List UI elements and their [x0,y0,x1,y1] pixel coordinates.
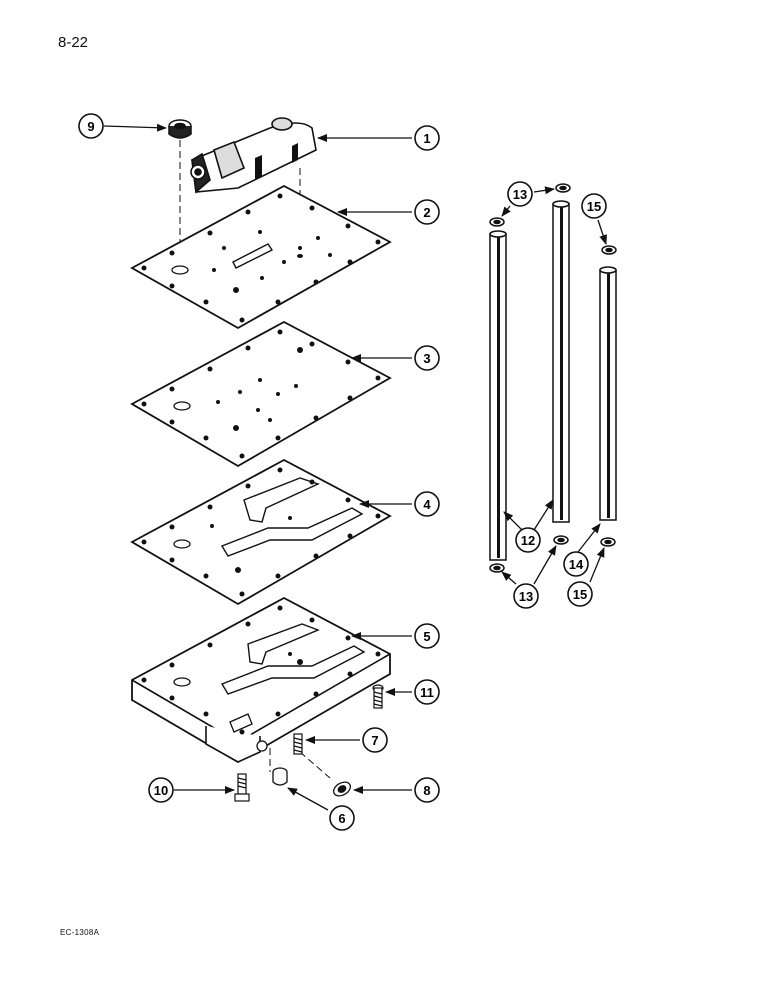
callout-1: 1 [414,125,440,151]
o-rings [489,183,617,573]
callout-5: 5 [414,623,440,649]
screw-part-10 [234,773,250,802]
svg-text:14: 14 [569,557,584,572]
svg-text:13: 13 [513,187,527,202]
callout-11: 11 [414,679,440,705]
channel-plate-part [130,458,392,606]
callout-7: 7 [362,727,388,753]
plug-part-8 [332,781,352,797]
callout-12: 12 [515,527,541,553]
gasket-upper-part [130,320,392,468]
tube-part-left [489,230,507,561]
svg-text:3: 3 [423,351,430,366]
screw-part-11 [372,684,384,709]
separator-plate-part [130,184,392,330]
svg-text:8: 8 [423,783,430,798]
svg-text:4: 4 [423,497,431,512]
svg-text:5: 5 [423,629,430,644]
svg-text:6: 6 [338,811,345,826]
callout-8: 8 [414,777,440,803]
svg-text:2: 2 [423,205,430,220]
valve-body-part [190,117,317,194]
tube-part-middle [552,200,570,523]
svg-text:9: 9 [87,119,94,134]
callout-3: 3 [414,345,440,371]
screw-part-7 [293,733,303,755]
callout-4: 4 [414,491,440,517]
svg-text:7: 7 [371,733,378,748]
svg-text:15: 15 [587,199,601,214]
callout-15-bottom: 15 [567,581,593,607]
callout-14: 14 [563,551,589,577]
svg-text:13: 13 [519,589,533,604]
callout-13-bottom: 13 [513,583,539,609]
leader-arrows [103,123,607,811]
callout-2: 2 [414,199,440,225]
housing-part [131,596,391,764]
callout-6: 6 [329,805,355,831]
page-number: 8-22 [58,34,89,51]
callout-10: 10 [148,777,174,803]
tube-part-right [599,266,617,521]
callout-13-top: 13 [507,181,533,207]
svg-text:15: 15 [573,587,587,602]
figure-code: EC-1308A [60,928,100,937]
fitting-part-6 [272,767,288,786]
svg-text:11: 11 [420,685,434,700]
svg-text:1: 1 [423,131,430,146]
plug-part [168,119,192,139]
callout-9: 9 [78,113,104,139]
svg-text:10: 10 [154,783,168,798]
svg-text:12: 12 [521,533,535,548]
callout-15-top: 15 [581,193,607,219]
